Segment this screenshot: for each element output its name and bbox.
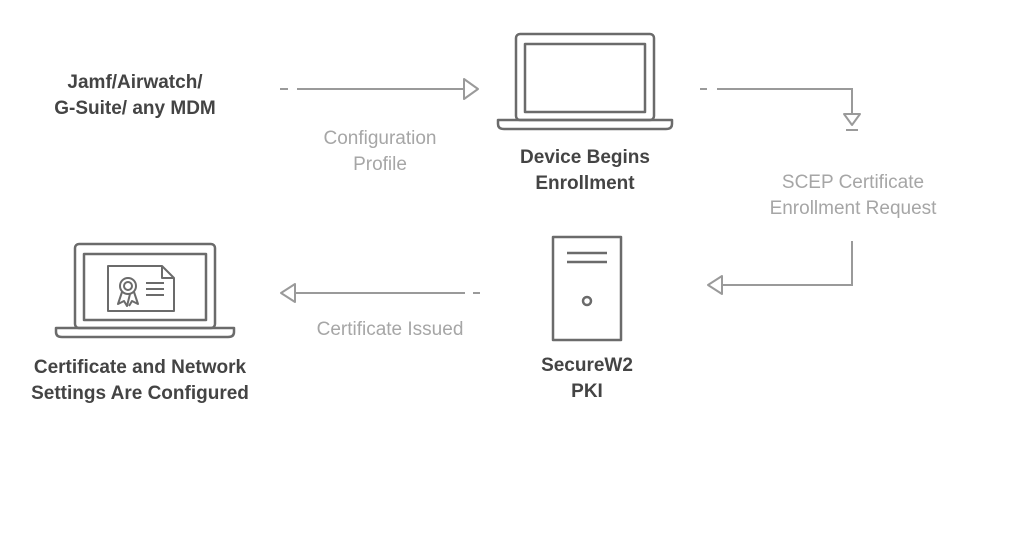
- mdm-source-line2: G-Suite/ any MDM: [54, 98, 216, 119]
- configured-line1: Certificate and Network: [33, 357, 247, 378]
- scep-request-line2: Enrollment Request: [769, 198, 937, 219]
- mdm-source-line1: Jamf/Airwatch/: [67, 72, 203, 93]
- arrow-pki-to-configured: [280, 283, 480, 303]
- arrow-mdm-to-device: [280, 78, 479, 100]
- certificate-issued-label: Certificate Issued: [295, 317, 485, 343]
- certificate-icon: [107, 265, 175, 312]
- configuration-profile-line1: Configuration: [323, 128, 437, 149]
- certificate-issued-line1: Certificate Issued: [316, 319, 464, 340]
- configured-line2: Settings Are Configured: [31, 383, 249, 404]
- server-icon: [551, 235, 623, 342]
- laptop-certificate-icon: [54, 242, 236, 339]
- mdm-source-label: Jamf/Airwatch/ G-Suite/ any MDM: [40, 70, 230, 122]
- arrow-scep-to-pki: [707, 241, 853, 295]
- arrow-device-to-scep: [700, 88, 861, 131]
- securew2-pki-line2: PKI: [571, 381, 603, 402]
- scep-request-label: SCEP Certificate Enrollment Request: [746, 170, 960, 222]
- securew2-pki-line1: SecureW2: [541, 355, 633, 376]
- configured-label: Certificate and Network Settings Are Con…: [5, 355, 275, 407]
- configuration-profile-label: Configuration Profile: [290, 126, 470, 178]
- device-enrollment-line2: Enrollment: [535, 173, 635, 194]
- securew2-pki-label: SecureW2 PKI: [512, 353, 662, 405]
- device-enrollment-line1: Device Begins: [520, 147, 650, 168]
- scep-request-line1: SCEP Certificate: [781, 172, 925, 193]
- laptop-icon: [496, 32, 674, 131]
- device-enrollment-label: Device Begins Enrollment: [495, 145, 675, 197]
- configuration-profile-line2: Profile: [353, 154, 407, 175]
